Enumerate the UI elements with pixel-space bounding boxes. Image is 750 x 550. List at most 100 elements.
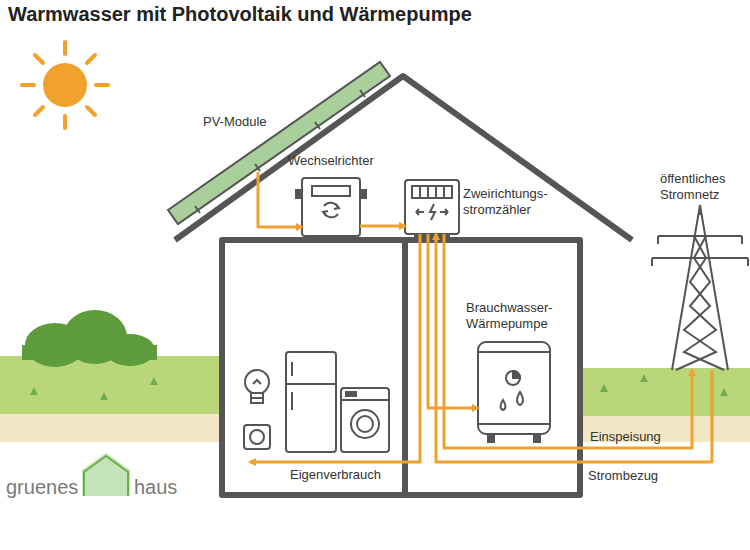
power-pylon [652,205,748,370]
pv-panel [315,122,320,129]
inverter-symbol [324,212,338,217]
power-pylon [747,258,749,266]
ground [0,356,224,416]
appliances [291,392,293,410]
node-label: Zweirichtungs- stromzähler [463,186,563,218]
pv-panel [360,90,365,97]
ground [150,377,158,385]
inverter-symbol [324,203,338,208]
meter-symbol [412,186,452,198]
ground [100,392,108,400]
power-pylon [699,205,701,215]
meter-node: Zweirichtungs- stromzähler [405,180,459,234]
appliances [251,393,263,403]
power-pylon [684,236,724,370]
ground [720,388,728,396]
power-pylon [658,235,742,237]
inverter-symbol [323,211,328,216]
appliances [351,410,379,438]
node-label: öffentliches Stromnetz [660,171,750,203]
pv-panel [195,90,365,213]
logo-icon [82,453,130,496]
appliances [341,399,389,401]
inverter-node: Wechselrichter [302,178,360,236]
pv-panel [195,206,200,213]
pv-module-node: PV-Module [168,62,390,224]
water-tank [501,400,506,410]
appliances [357,416,373,432]
meter-symbol [405,180,459,239]
pv-panel [255,164,260,171]
house [402,240,408,495]
sun [22,42,108,128]
power-flow-arrow [360,225,405,228]
house [175,76,632,495]
water-tank [488,434,494,442]
appliances [250,430,264,444]
node-label: Brauchwasser- Wärmepumpe [466,300,576,332]
appliances [244,425,270,449]
logo-text: haus [134,476,177,499]
water-tank [478,342,550,434]
appliances [346,392,356,396]
inverter-symbol [360,190,366,198]
appliances [286,352,336,452]
water-tank [478,351,550,353]
logo-icon [84,456,128,496]
ground [640,374,648,382]
ground [600,384,608,392]
appliances [286,383,336,385]
sun [87,107,95,115]
logo-icon [82,453,130,496]
power-pylon [741,236,743,244]
power-pylon [652,257,748,259]
meter-symbol [435,186,437,198]
house [222,240,580,495]
meter-symbol [416,209,424,215]
grid-node: öffentliches Stromnetz [652,205,748,370]
power-flow-arrow [250,234,420,462]
power-pylon [651,258,653,266]
sun [43,63,87,107]
appliances [251,397,263,399]
power-flow-arrow [444,234,692,448]
appliances [244,352,389,452]
sun [35,107,43,115]
inverter-symbol [296,190,302,198]
consumption-node: Eigenverbrauch [240,350,395,485]
meter-symbol [443,186,445,198]
heat-pump-node: Brauchwasser- Wärmepumpe [478,342,550,434]
water-tank [478,342,550,442]
sun [22,83,34,87]
meter-symbol [440,209,448,215]
meter-symbol [427,186,429,198]
logo-text: gruenes [6,476,78,499]
water-tank [506,371,520,385]
inverter-symbol [296,178,366,236]
water-tank [534,434,540,442]
appliances [245,370,269,394]
sun [35,55,43,63]
ground [578,368,750,418]
bush [22,310,157,367]
node-label: Eigenverbrauch [290,467,381,483]
sun [63,42,67,54]
sun [87,55,95,63]
power-pylon [657,236,659,244]
inverter-symbol [312,186,350,196]
meter-symbol [430,204,435,220]
water-tank [478,423,550,425]
appliances [341,388,389,452]
ground [30,387,38,395]
edge-label: Einspeisung [590,429,661,445]
bush [22,345,157,360]
meter-symbol [405,180,459,234]
power-flow-arrow [258,172,302,227]
ground [0,414,224,442]
sun [63,116,67,128]
water-tank [513,371,520,378]
appliances [291,362,293,376]
edge-label: Strombezug [588,468,658,484]
water-tank [517,392,523,405]
